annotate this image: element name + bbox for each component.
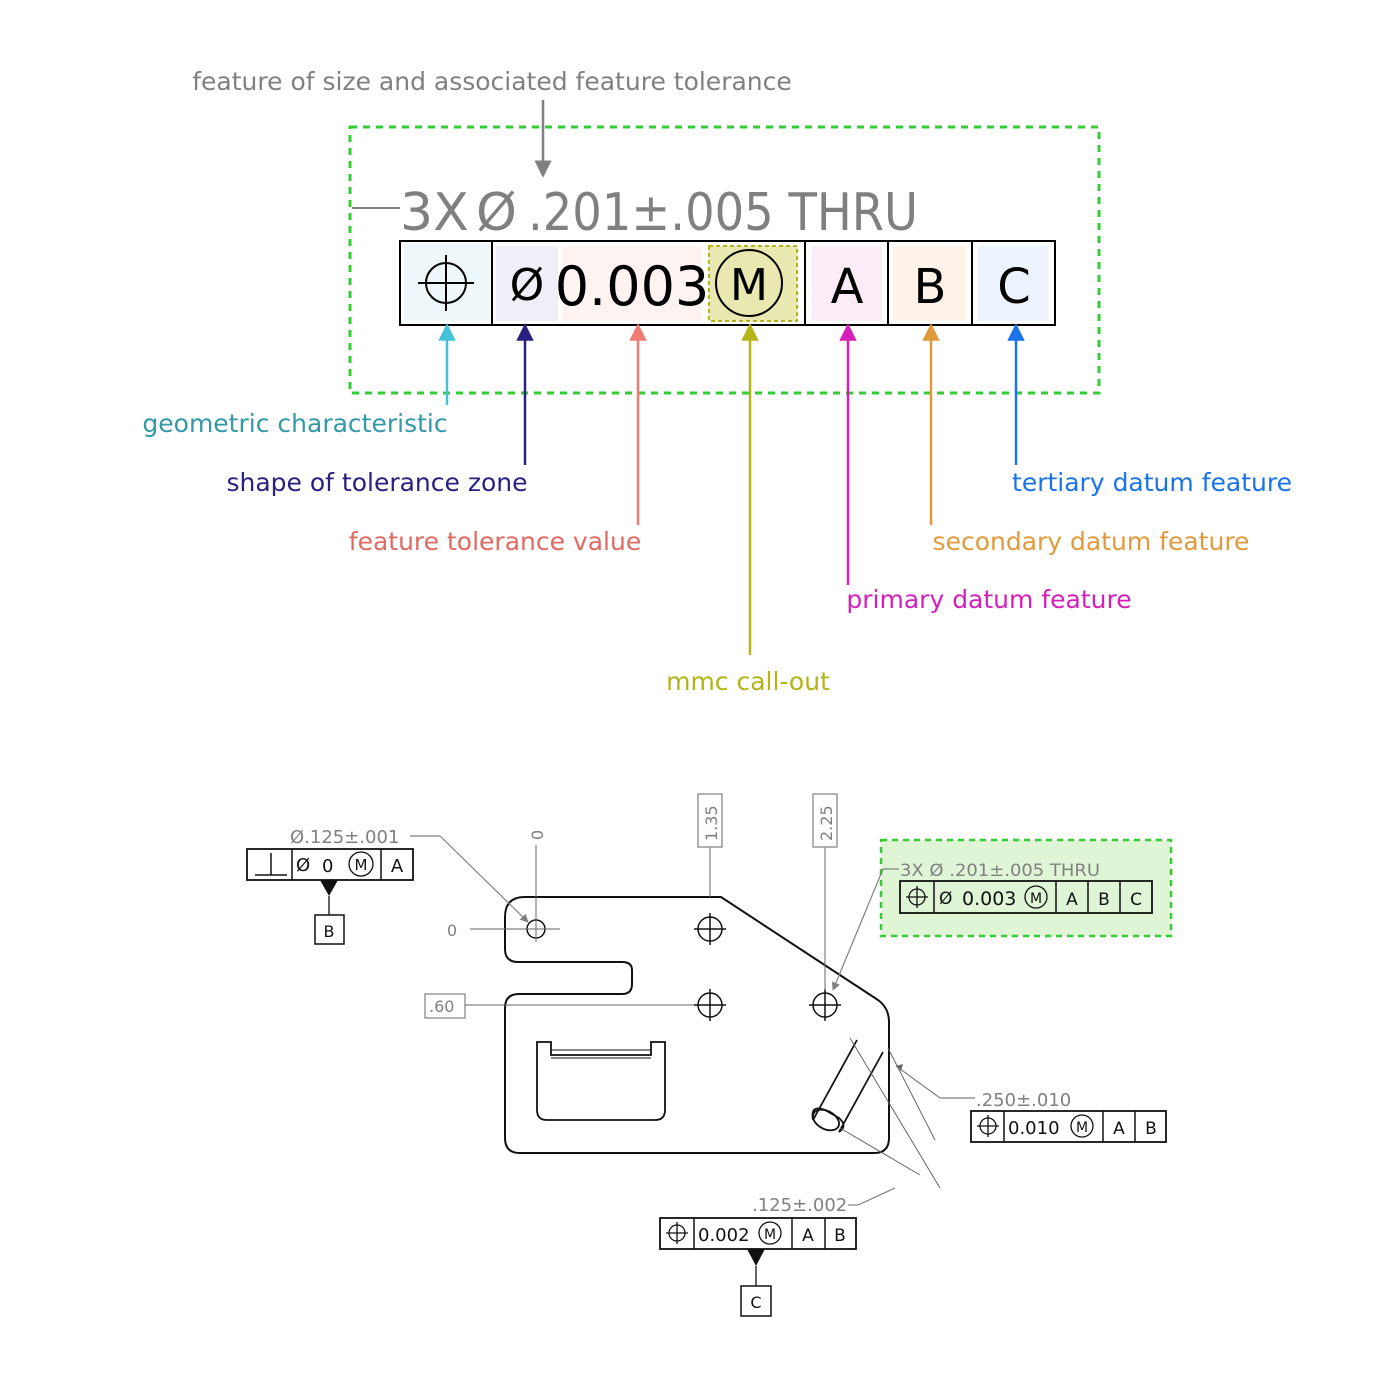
perp-datum: A (391, 856, 404, 877)
small-callout-size: 3X Ø .201±.005 THRU (900, 861, 1100, 881)
hole-origin (470, 845, 560, 942)
mmc-modifier: M (730, 260, 768, 311)
mmc-label: mmc call-out (666, 667, 830, 696)
small-value: 0.003 (962, 888, 1016, 910)
slot-b: B (1145, 1119, 1157, 1139)
tertiary-label: tertiary datum feature (1012, 468, 1292, 497)
dim-2-25: 2.25 (817, 805, 836, 841)
bottom-a: A (802, 1226, 814, 1246)
bottom-size: .125±.002 (752, 1195, 847, 1216)
small-b: B (1098, 890, 1110, 910)
position-symbol-bottom-icon (666, 1222, 688, 1244)
primary-label: primary datum feature (846, 585, 1131, 614)
pocket (536, 1041, 666, 1121)
dim-zero-vertical: 0 (528, 830, 547, 840)
hole-2 (694, 989, 726, 1021)
slot-a: A (1113, 1119, 1125, 1139)
small-modifier: M (1030, 891, 1042, 907)
slot (811, 1039, 884, 1133)
hole-1 (694, 913, 726, 945)
perp-size: Ø.125±.001 (290, 827, 399, 848)
hole-3 (809, 989, 841, 1021)
datum-a: A (831, 259, 864, 315)
perp-value: 0 (322, 856, 333, 877)
small-a: A (1066, 890, 1078, 910)
size-prefix: 3X (400, 183, 469, 243)
datum-c: C (997, 259, 1031, 315)
perpendicularity-frame: Ø.125±.001 Ø 0 M A B (246, 827, 529, 945)
position-symbol-slot-icon (977, 1115, 999, 1137)
slot-modifier: M (1076, 1120, 1088, 1136)
small-c: C (1130, 890, 1142, 910)
datum-b: B (914, 259, 947, 315)
size-diameter-symbol: Ø (476, 183, 517, 243)
bottom-value: 0.002 (698, 1225, 750, 1246)
feature-control-frame: Ø 0.003 M A B C (399, 240, 1056, 326)
slot-frame: .250±.010 0.010 M A B (849, 1037, 1167, 1189)
datum-tag-b: B (324, 922, 335, 941)
small-zone: Ø (939, 889, 952, 909)
geometric-label: geometric characteristic (142, 409, 447, 438)
dim-zero-horizontal: 0 (447, 921, 457, 940)
tolerance-value: 0.003 (555, 255, 710, 318)
perpendicularity-icon (255, 853, 287, 876)
mmc-circle (715, 249, 783, 317)
perp-modifier: M (355, 856, 368, 874)
part-drawing: 0 0 1.35 2.25 .60 Ø.125±.001 Ø 0 M A (246, 793, 1173, 1317)
slot-value: 0.010 (1008, 1118, 1060, 1139)
perp-zone: Ø (296, 855, 310, 876)
slot-size: .250±.010 (976, 1090, 1071, 1111)
bottom-frame: .125±.002 0.002 M A B C (659, 1127, 921, 1317)
position-symbol-icon (418, 255, 474, 311)
bottom-b: B (834, 1226, 846, 1246)
shape-label: shape of tolerance zone (226, 468, 527, 497)
dim-60: .60 (429, 997, 454, 1016)
zone-diameter-symbol: Ø (510, 260, 545, 311)
part-outline (504, 896, 890, 1154)
position-symbol-small-icon (906, 886, 928, 908)
tol-value-label: feature tolerance value (349, 527, 641, 556)
highlighted-callout: 3X Ø .201±.005 THRU Ø 0.003 M A B C (832, 838, 1173, 991)
secondary-label: secondary datum feature (933, 527, 1250, 556)
dim-1-35: 1.35 (702, 805, 721, 841)
feature-size-label: feature of size and associated feature t… (192, 67, 792, 96)
datum-tag-c: C (750, 1293, 761, 1312)
size-value: .201±.005 THRU (528, 183, 918, 243)
bottom-modifier: M (764, 1227, 776, 1243)
